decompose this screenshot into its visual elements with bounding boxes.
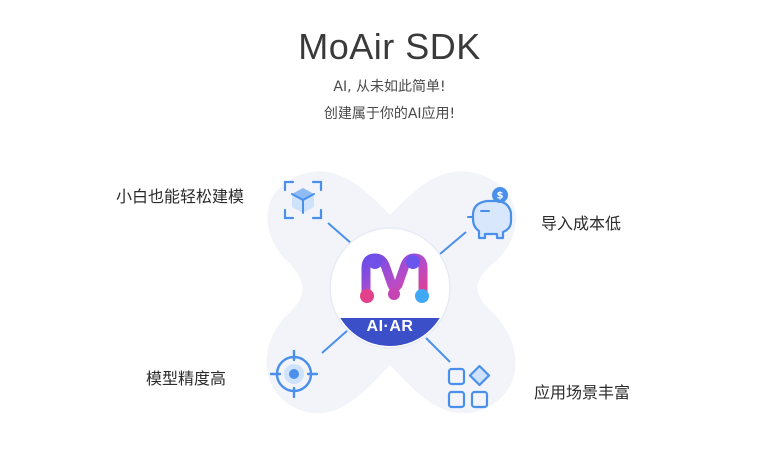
center-logo-circle (329, 227, 451, 349)
feature-easy-modeling: 小白也能轻松建模 (116, 187, 245, 206)
page-title: MoAir SDK (298, 26, 481, 67)
apps-grid-icon (447, 364, 491, 409)
subtitle-line-2: 创建属于你的AI应用! (323, 106, 456, 122)
piggy-bank-icon: $ (467, 187, 513, 240)
cube-icon (283, 180, 323, 220)
svg-text:$: $ (497, 191, 504, 202)
target-icon (269, 349, 319, 399)
feature-rich-scenarios: 应用场景丰富 (534, 383, 631, 402)
feature-high-precision: 模型精度高 (146, 369, 227, 388)
feature-low-import-cost: 导入成本低 (541, 214, 622, 233)
subtitle-line-1: AI, 从未如此简单! (333, 79, 446, 95)
connector-bottom-right (425, 337, 451, 363)
connector-top-left (327, 222, 353, 245)
connector-bottom-left (321, 329, 349, 354)
connector-top-right (439, 231, 467, 255)
moair-logo-icon (360, 253, 429, 303)
ai-ar-badge-label: AI·AR (366, 318, 414, 335)
